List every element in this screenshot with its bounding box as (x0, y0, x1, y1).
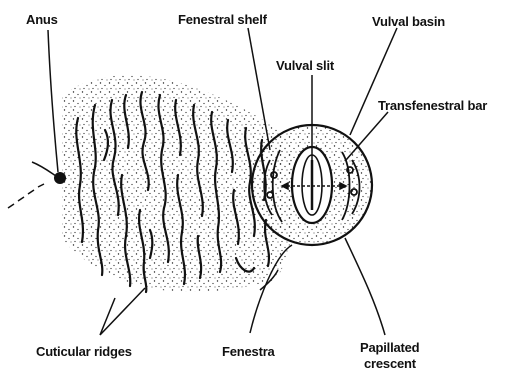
label-papillated-crescent-line2: crescent (364, 356, 416, 371)
label-fenestral-shelf: Fenestral shelf (178, 12, 267, 27)
label-fenestra: Fenestra (222, 344, 275, 359)
label-vulval-basin: Vulval basin (372, 14, 445, 29)
label-transfenestral-bar: Transfenestral bar (378, 98, 487, 113)
label-cuticular-ridges: Cuticular ridges (36, 344, 132, 359)
label-anus: Anus (26, 12, 58, 27)
label-papillated-crescent-line1: Papillated (360, 340, 419, 355)
label-vulval-slit: Vulval slit (276, 58, 334, 73)
